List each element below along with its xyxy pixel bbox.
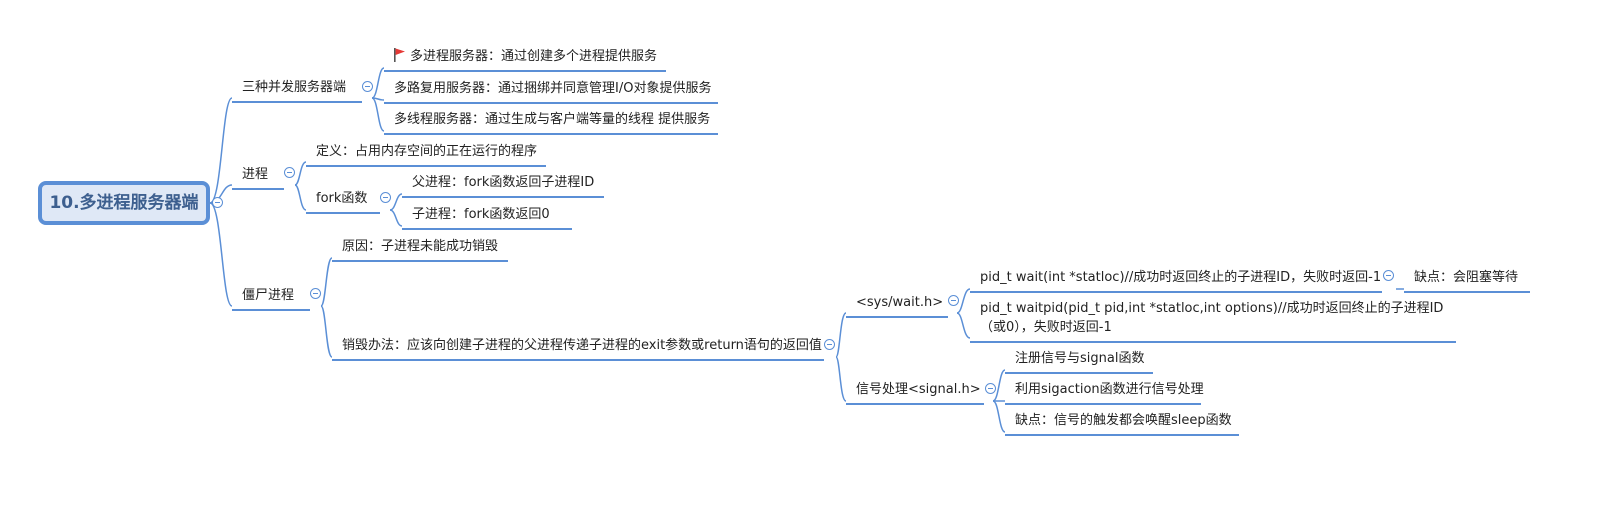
topic-parent[interactable]: 父进程：fork函数返回子进程ID <box>402 174 604 198</box>
topic-label: 子进程：fork函数返回0 <box>412 207 550 222</box>
topic-wait-drawback[interactable]: 缺点：会阻塞等待 <box>1404 269 1530 293</box>
collapse-process-icon[interactable] <box>284 167 295 178</box>
topic-definition[interactable]: 定义：占用内存空间的正在运行的程序 <box>306 143 546 167</box>
topic-label: pid_t wait(int *statloc)//成功时返回终止的子进程ID，… <box>980 270 1382 285</box>
topic-signal[interactable]: 信号处理<signal.h> <box>846 381 984 405</box>
topic-sig-drawback[interactable]: 缺点：信号的触发都会唤醒sleep函数 <box>1005 412 1239 436</box>
collapse-zombie-icon[interactable] <box>310 288 321 299</box>
topic-label: 僵尸进程 <box>242 288 295 303</box>
topic-child[interactable]: 子进程：fork函数返回0 <box>402 206 572 230</box>
collapse-three-servers-icon[interactable] <box>362 81 373 92</box>
topic-label: pid_t waitpid(pid_t pid,int *statloc,int… <box>980 301 1444 335</box>
topic-label: <sys/wait.h> <box>856 295 944 310</box>
topic-multiprocess[interactable]: 多进程服务器：通过创建多个进程提供服务 <box>384 48 666 72</box>
topic-process[interactable]: 进程 <box>232 166 284 190</box>
topic-label: fork函数 <box>316 191 368 206</box>
topic-label: 多线程服务器：通过生成与客户端等量的线程 提供服务 <box>394 112 711 127</box>
topic-fork[interactable]: fork函数 <box>306 190 380 214</box>
topic-three-servers[interactable]: 三种并发服务器端 <box>232 79 362 103</box>
root-topic[interactable]: 10.多进程服务器端 <box>38 181 210 225</box>
collapse-fork-icon[interactable] <box>380 192 391 203</box>
topic-label: 注册信号与signal函数 <box>1015 351 1145 366</box>
topic-label: 三种并发服务器端 <box>242 80 347 95</box>
collapse-root-icon[interactable] <box>212 197 223 208</box>
topic-multiplexing[interactable]: 多路复用服务器：通过捆绑并同意管理I/O对象提供服务 <box>384 80 718 104</box>
topic-label: 缺点：会阻塞等待 <box>1414 270 1519 285</box>
topic-multithread[interactable]: 多线程服务器：通过生成与客户端等量的线程 提供服务 <box>384 111 718 135</box>
topic-label: 原因：子进程未能成功销毁 <box>342 239 499 254</box>
topic-wait[interactable]: pid_t wait(int *statloc)//成功时返回终止的子进程ID，… <box>970 269 1382 293</box>
topic-label: 多进程服务器：通过创建多个进程提供服务 <box>410 49 658 64</box>
topic-label: 销毁办法：应该向创建子进程的父进程传递子进程的exit参数或return语句的返… <box>342 338 822 353</box>
collapse-signal-icon[interactable] <box>985 383 996 394</box>
topic-label: 定义：占用内存空间的正在运行的程序 <box>316 144 538 159</box>
topic-cause[interactable]: 原因：子进程未能成功销毁 <box>332 238 508 262</box>
topic-sig-register[interactable]: 注册信号与signal函数 <box>1005 350 1153 374</box>
topic-destroy[interactable]: 销毁办法：应该向创建子进程的父进程传递子进程的exit参数或return语句的返… <box>332 337 824 361</box>
topic-syswait[interactable]: <sys/wait.h> <box>846 294 948 318</box>
collapse-wait-icon[interactable] <box>1383 270 1394 281</box>
topic-label: 多路复用服务器：通过捆绑并同意管理I/O对象提供服务 <box>394 81 712 96</box>
red-flag-icon <box>394 48 405 62</box>
topic-sigaction[interactable]: 利用sigaction函数进行信号处理 <box>1005 381 1204 405</box>
topic-zombie[interactable]: 僵尸进程 <box>232 287 310 311</box>
topic-label: 父进程：fork函数返回子进程ID <box>412 175 595 190</box>
collapse-destroy-icon[interactable] <box>824 339 835 350</box>
topic-label: 利用sigaction函数进行信号处理 <box>1015 382 1204 397</box>
topic-waitpid[interactable]: pid_t waitpid(pid_t pid,int *statloc,int… <box>970 299 1456 343</box>
collapse-syswait-icon[interactable] <box>948 295 959 306</box>
topic-label: 缺点：信号的触发都会唤醒sleep函数 <box>1015 413 1232 428</box>
topic-label: 信号处理<signal.h> <box>856 382 981 397</box>
topic-label: 进程 <box>242 167 269 182</box>
